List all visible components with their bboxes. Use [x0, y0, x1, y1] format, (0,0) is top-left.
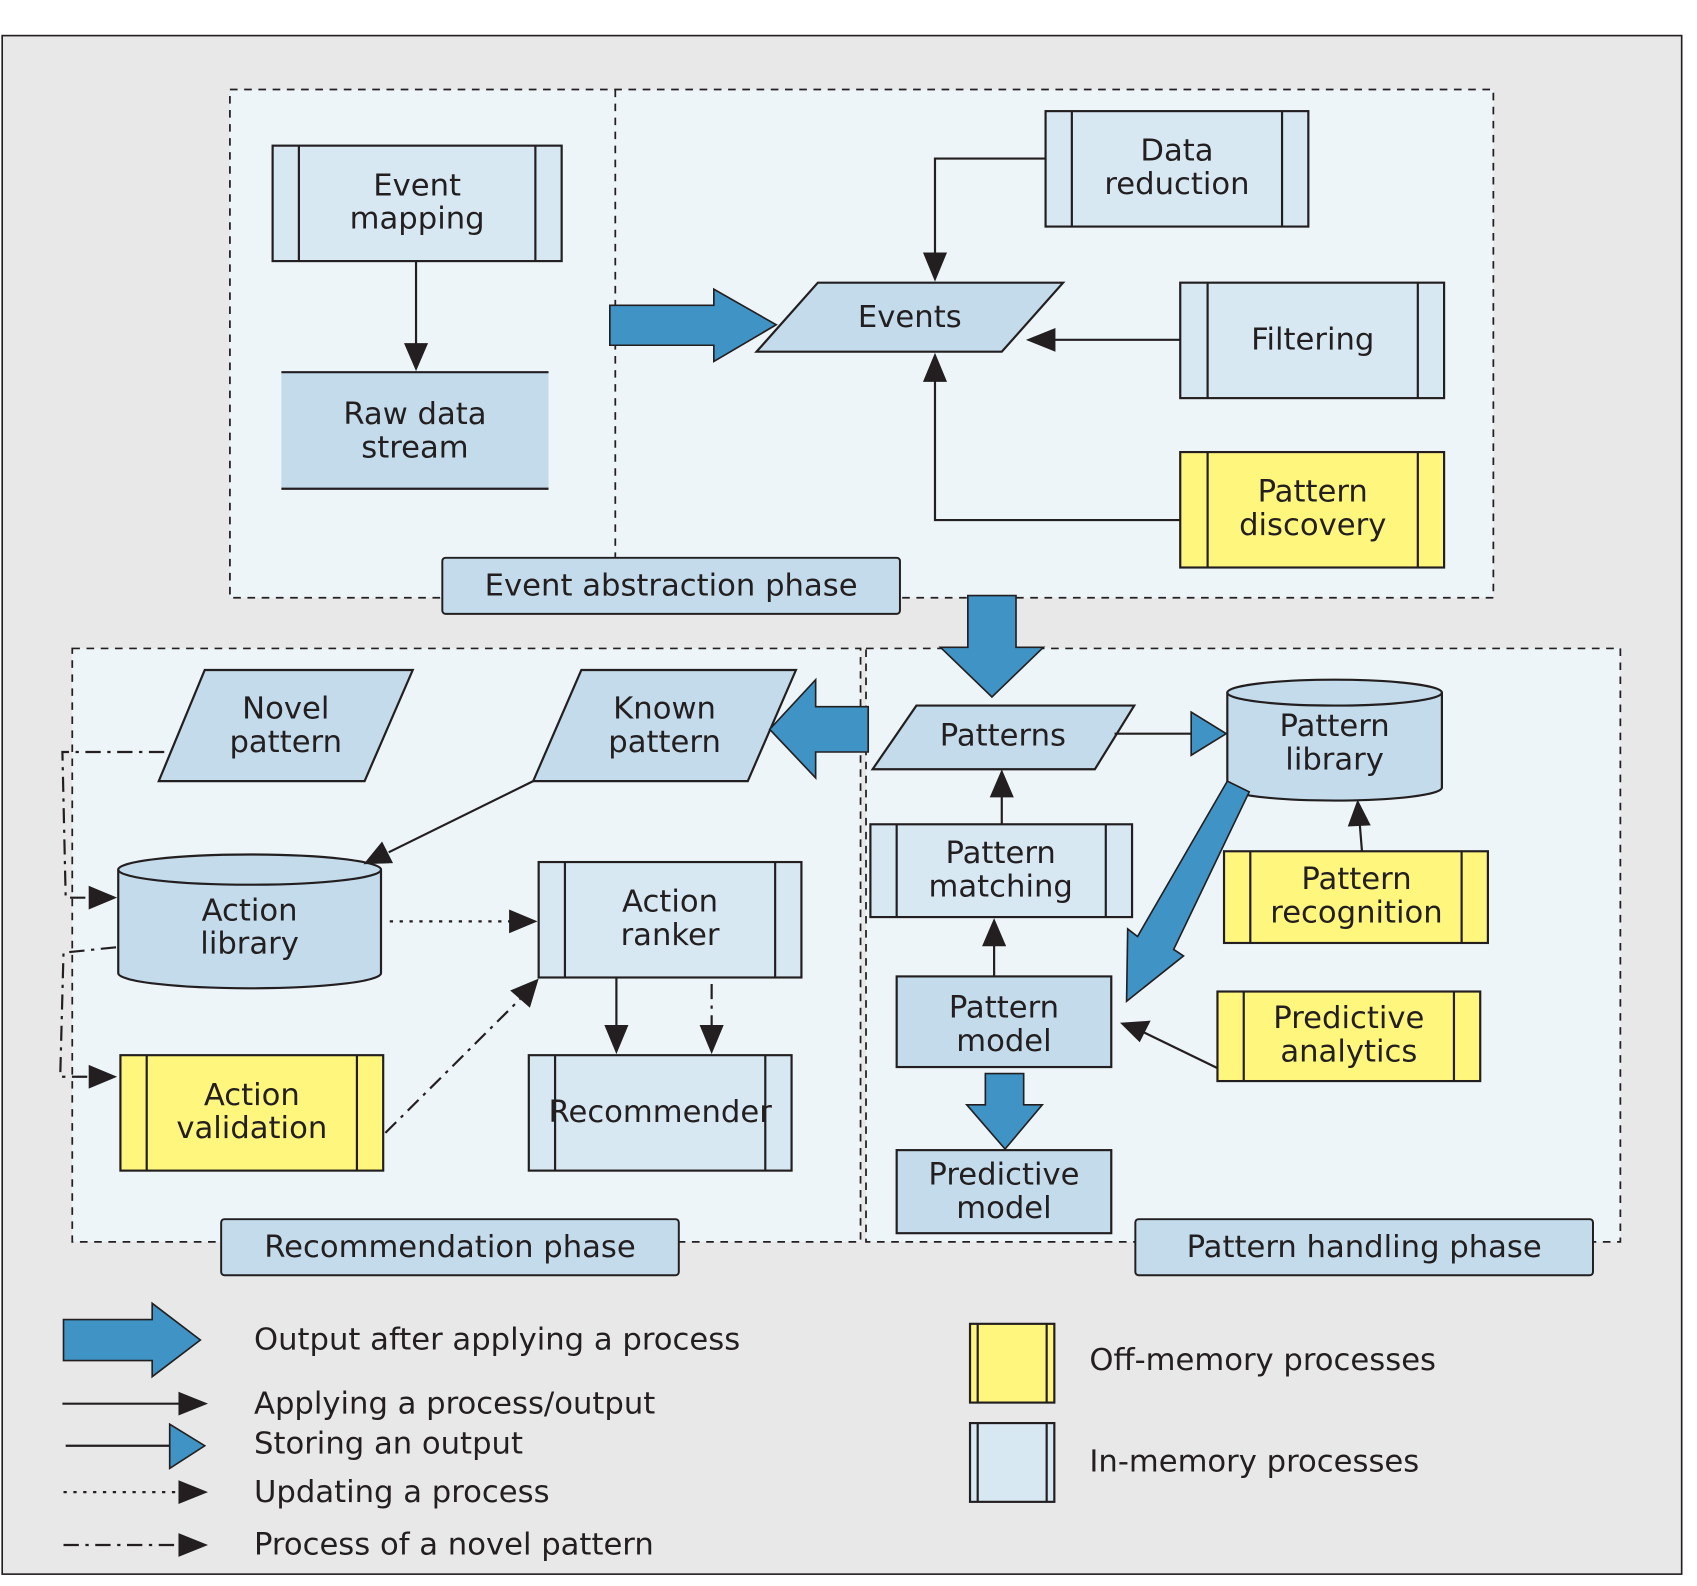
legend-off-memory: Off-memory processes: [968, 1322, 1436, 1404]
filtering-node[interactable]: Filtering: [1179, 281, 1446, 400]
patterns-node[interactable]: Patterns: [870, 704, 1137, 771]
fat-arrow-library-to-model: [1125, 780, 1251, 1003]
arrow-model-to-matching: [982, 918, 1007, 977]
legend-update-arrow: Updating a process: [63, 1475, 550, 1510]
svg-text:Process of a novel pattern: Process of a novel pattern: [254, 1528, 654, 1563]
arrow-known-pattern-to-action-library: [363, 780, 534, 865]
svg-text:Off-memory processes: Off-memory processes: [1089, 1343, 1436, 1378]
legend: Output after applying a process Applying…: [62, 1301, 1436, 1563]
arrow-matching-to-patterns: [989, 769, 1014, 825]
pattern-handling-phase-tag: Pattern handling phase: [1134, 1218, 1594, 1277]
fat-arrow-events-to-patterns: [938, 594, 1046, 699]
arrow-ranker-to-recommender-dashdot: [699, 983, 724, 1055]
store-arrow-patterns-to-library: [1114, 710, 1228, 757]
svg-text:Updating a process: Updating a process: [254, 1475, 550, 1510]
arrow-ranker-to-recommender-solid: [604, 977, 629, 1055]
recommender-label: Recommender: [549, 1095, 773, 1130]
recommender-node[interactable]: Recommender: [527, 1054, 793, 1172]
patterns-label: Patterns: [940, 719, 1066, 754]
event-abstraction-phase-tag: Event abstraction phase: [441, 556, 901, 615]
events-label: Events: [858, 300, 962, 335]
legend-in-memory: In-memory processes: [968, 1422, 1419, 1503]
legend-output-arrow: Output after applying a process: [62, 1301, 740, 1379]
fat-arrow-patterns-to-known-pattern: [768, 677, 870, 780]
svg-text:Storing an output: Storing an output: [254, 1426, 523, 1461]
svg-text:Applying a process/output: Applying a process/output: [254, 1387, 655, 1422]
arrow-recognition-to-library: [1347, 799, 1371, 852]
svg-text:In-memory processes: In-memory processes: [1089, 1445, 1419, 1480]
arrow-action-library-to-ranker: [389, 909, 538, 934]
novel-pattern-route: [59, 750, 165, 1089]
recommendation-phase-tag: Recommendation phase: [220, 1218, 680, 1277]
arrow-pattern-discovery-to-events: [922, 352, 1181, 522]
legend-novel-arrow: Process of a novel pattern: [63, 1528, 654, 1563]
fat-arrow-raw-data-to-events: [609, 287, 778, 363]
arrow-analytics-to-model: [1120, 1020, 1218, 1070]
arrow-data-reduction-to-events: [922, 157, 1046, 282]
svg-text:Output after applying a proces: Output after applying a process: [254, 1323, 740, 1358]
arrow-filtering-to-events: [1025, 327, 1181, 352]
filtering-label: Filtering: [1251, 323, 1374, 358]
svg-text:Event abstraction phase: Event abstraction phase: [485, 569, 858, 604]
arrow-validation-to-ranker: [384, 978, 539, 1134]
events-node[interactable]: Events: [754, 281, 1066, 353]
legend-store-arrow: Storing an output: [65, 1422, 523, 1470]
fat-arrow-model-to-predictive: [964, 1072, 1045, 1151]
svg-text:Pattern handling phase: Pattern handling phase: [1187, 1230, 1542, 1265]
svg-text:Recommendation phase: Recommendation phase: [264, 1230, 635, 1265]
legend-apply-arrow: Applying a process/output: [62, 1387, 655, 1422]
arrow-event-mapping-to-raw-data: [403, 261, 429, 372]
